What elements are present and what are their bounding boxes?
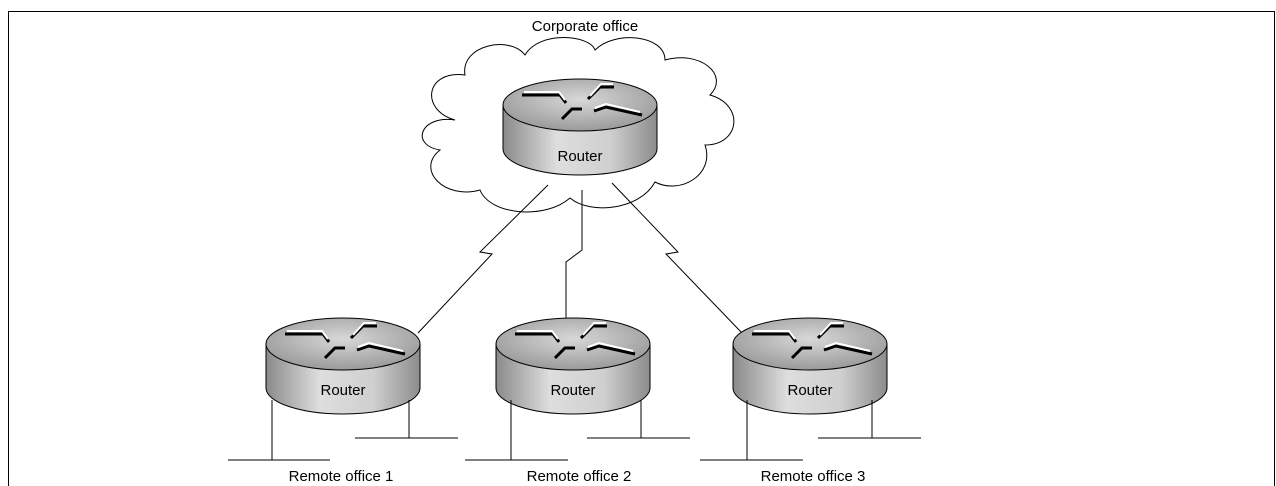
serial-link-icon — [417, 184, 549, 334]
diagram-title: Corporate office — [532, 18, 638, 35]
serial-link-icon — [611, 182, 743, 334]
router-icon: Router — [731, 316, 889, 416]
router-icon: Router — [494, 316, 652, 416]
remote-office-3-caption: Remote office 3 — [761, 468, 866, 485]
serial-link-icon — [565, 190, 583, 322]
remote-router-2-label: Router — [550, 382, 595, 399]
remote-office-1-caption: Remote office 1 — [289, 468, 394, 485]
remote-office-2-caption: Remote office 2 — [527, 468, 632, 485]
lan-segment-icon — [228, 400, 458, 461]
lan-segment-icon — [465, 400, 690, 461]
router-icon: Router — [264, 316, 422, 416]
lan-segment-icon — [700, 400, 921, 461]
router-icon: Router — [501, 77, 659, 177]
hub-router-label: Router — [557, 148, 602, 165]
remote-router-3-label: Router — [787, 382, 832, 399]
remote-router-1-label: Router — [320, 382, 365, 399]
figure-frame — [8, 11, 1275, 486]
